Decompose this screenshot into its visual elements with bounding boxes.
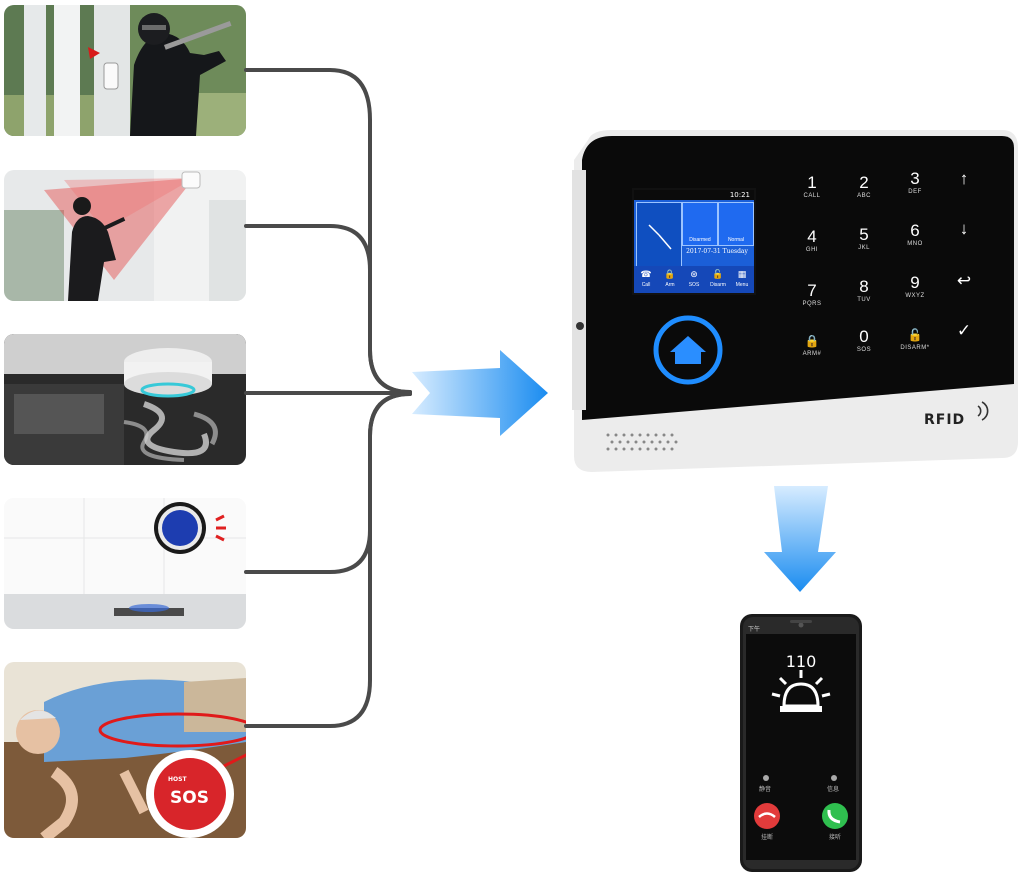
photo-door-intrusion <box>4 5 246 136</box>
lcd-clock <box>636 202 682 268</box>
key-disarm: 🔓DISARM* <box>900 328 930 351</box>
lcd-menu-bar: ☎Call 🔒Arm ⊛SOS 🔓Disarm ▦Menu <box>634 266 754 293</box>
key-arm: 🔒ARM# <box>802 334 822 357</box>
lcd-tile-normal: Normal <box>718 202 754 246</box>
phone-label-accept: 接听 <box>828 834 841 841</box>
key-up: ↑ <box>959 169 969 188</box>
phone-status-bar: 下午 <box>748 626 761 633</box>
sos-top-label: HOST <box>168 776 187 783</box>
lcd-menu-menu: ▦Menu <box>735 269 749 288</box>
photo-sos-fall <box>4 662 246 838</box>
lcd-menu-call: ☎Call <box>640 269 652 288</box>
lcd-menu-disarm: 🔓Disarm <box>710 269 726 288</box>
lcd-menu-arm: 🔒Arm <box>664 269 676 288</box>
lcd-status-bar: 10:21 <box>634 190 754 200</box>
photo-pir-motion <box>4 170 246 301</box>
key-confirm: ✓ <box>956 321 972 340</box>
lcd-menu-sos: ⊛SOS <box>688 269 700 288</box>
caller-number: 110 <box>785 652 817 671</box>
arrow-down-icon <box>764 486 836 592</box>
key-back: ↩ <box>956 271 972 290</box>
phone-label-mute: 静音 <box>758 786 771 793</box>
phone-label-reject: 挂断 <box>760 834 773 841</box>
key-down: ↓ <box>959 219 969 238</box>
photo-gas-detector <box>4 498 246 629</box>
photo-smoke-detector <box>4 334 246 465</box>
lcd-date: 2017-07-31 Tuesday <box>686 248 748 255</box>
accept-call-button <box>822 803 848 829</box>
arrow-right-icon <box>412 350 548 436</box>
siren-icon <box>771 670 831 712</box>
sos-label: SOS <box>170 788 209 808</box>
lcd-tile-disarmed: Disarmed <box>682 202 718 246</box>
rfid-brand: RFID <box>924 412 966 428</box>
lcd-time: 10:21 <box>729 191 750 199</box>
phone-label-message: 信息 <box>826 786 839 793</box>
home-icon <box>670 336 706 364</box>
reject-call-button <box>754 803 780 829</box>
lcd-screen: 10:21 Disarmed Normal 2017-07-31 Tuesday… <box>632 188 756 295</box>
smartphone <box>740 614 862 872</box>
